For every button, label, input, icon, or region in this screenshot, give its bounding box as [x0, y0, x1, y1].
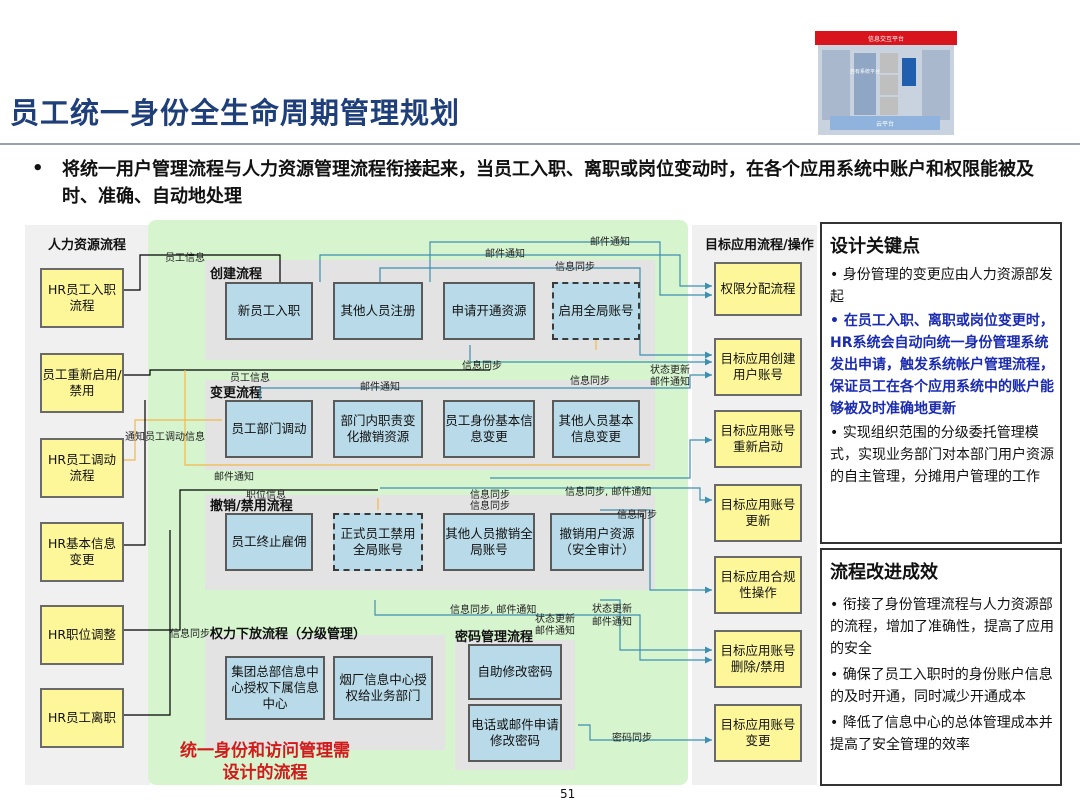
conn-reenable: [122, 369, 490, 376]
conn-compliance: [600, 509, 712, 594]
logo-middle-label: 自有系统平台: [850, 68, 880, 75]
change-box-other-update: 其他人员基本信息变更: [552, 400, 640, 458]
conn-basicinfo: [122, 400, 146, 546]
create-box-other-register: 其他人员注册: [333, 282, 423, 340]
hr-box-position: HR职位调整: [40, 605, 124, 665]
hr-box-reenable: 员工重新启用/禁用: [40, 353, 124, 413]
delegate-box-hq: 集团总部信息中心授权下属信息中心: [225, 656, 325, 720]
conn-create-account: [379, 267, 712, 359]
flow-label: 邮件通知: [592, 617, 632, 628]
target-box-permission: 权限分配流程: [714, 262, 802, 316]
design-point: • 身份管理的变更应由人力资源部发起: [830, 267, 1053, 305]
flow-label: 信息同步: [170, 629, 210, 640]
revoke-title: 撤销/禁用流程: [210, 499, 293, 514]
hr-box-basicinfo: HR基本信息变更: [40, 522, 124, 582]
conn-create-sync: [469, 345, 712, 366]
create-box-request: 申请开通资源: [443, 282, 535, 340]
hr-box-transfer: HR员工调动流程: [40, 438, 124, 498]
target-box-compliance: 目标应用合规性操作: [714, 556, 802, 614]
change-box-dept-transfer: 员工部门调动: [225, 400, 313, 458]
process-caption: 统一身份和访问管理需设计的流程: [180, 741, 350, 783]
flow-label: 邮件通知: [535, 626, 575, 637]
bullet-dot: •: [32, 158, 44, 179]
conn-hr-create: [122, 254, 281, 291]
flow-label: 状态更新: [650, 365, 690, 376]
conn-delete: [374, 600, 712, 664]
create-title: 创建流程: [210, 267, 263, 282]
conn-restart: [490, 436, 712, 479]
title-divider: [0, 143, 1080, 145]
conn-position: [122, 489, 378, 631]
flow-label: 邮件通知: [214, 472, 254, 483]
conn-perm: [319, 254, 712, 290]
flow-label: 信息同步: [462, 361, 502, 372]
design-keypoints-panel: 设计关键点 • 身份管理的变更应由人力资源部发起 • 在员工入职、离职或岗位变更…: [820, 222, 1062, 544]
change-title: 变更流程: [210, 386, 263, 401]
flow-label: 通知员工调动信息: [125, 432, 205, 443]
password-title: 密码管理流程: [455, 630, 534, 645]
conn-update: [380, 487, 712, 504]
flow-label: 信息同步: [617, 510, 657, 521]
effect-point: • 确保了员工入职时的身份账户信息的及时开通，同时减少开通成本: [830, 667, 1053, 705]
hr-header: 人力资源流程: [48, 238, 127, 253]
flow-label: 状态更新: [535, 614, 575, 625]
flow-label: 信息同步: [555, 262, 595, 273]
revoke-box-terminate: 员工终止雇佣: [225, 513, 313, 571]
change-box-revoke-resource: 部门内职责变化撤销资源: [333, 400, 423, 458]
conn-password: [578, 724, 712, 744]
password-box-request: 电话或邮件申请修改密码: [468, 704, 562, 762]
revoke-box-other-revoke: 其他人员撤销全局账号: [443, 513, 535, 571]
flow-label: 状态更新: [592, 604, 632, 615]
revoke-box-disable-global: 正式员工禁用全局账号: [333, 513, 423, 571]
design-point-highlight: • 在员工入职、离职或岗位变更时，HR系统会自动向统一身份管理系统发出申请，触发…: [830, 313, 1054, 417]
flow-label: 信息同步: [570, 376, 610, 387]
target-box-delete: 目标应用账号删除/禁用: [714, 630, 802, 688]
create-box-new-employee: 新员工入职: [225, 282, 313, 340]
target-box-update: 目标应用账号更新: [714, 484, 802, 542]
flow-label: 邮件通知: [485, 249, 525, 260]
conn-leave: [122, 530, 171, 716]
conn-change-sync: [259, 371, 712, 400]
page-number: 51: [560, 787, 576, 801]
logo-bottom-label: 云平台: [876, 120, 894, 128]
revoke-box-audit: 撤销用户资源（安全审计）: [550, 513, 644, 571]
page-title: 员工统一身份全生命周期管理规划: [10, 96, 461, 130]
effect-point: • 降低了信息中心的总体管理成本并提高了安全管理的效率: [830, 715, 1053, 753]
hr-box-onboard: HR员工入职流程: [40, 268, 124, 328]
flow-label: 员工信息: [230, 373, 270, 384]
delegate-box-factory: 烟厂信息中心授权给业务部门: [333, 656, 433, 720]
intro-bullet: 将统一用户管理流程与人力资源管理流程衔接起来，当员工入职、离职或岗位变动时，在各…: [62, 159, 1034, 207]
password-box-self: 自助修改密码: [468, 644, 562, 700]
flow-label: 密码同步: [612, 733, 652, 744]
hr-box-leave: HR员工离职: [40, 688, 124, 748]
flow-label: 信息同步: [470, 490, 510, 501]
design-point: • 实现组织范围的分级委托管理模式，实现业务部门对本部门用户资源的自主管理，分摊…: [830, 425, 1054, 485]
effect-point: • 衔接了身份管理流程与人力资源部的流程，增加了准确性，提高了应用的安全: [830, 597, 1054, 657]
target-box-change: 目标应用账号变更: [714, 704, 802, 762]
design-title: 设计关键点: [830, 236, 920, 257]
target-header: 目标应用流程/操作: [705, 238, 814, 253]
flow-label: 邮件通知: [650, 377, 690, 388]
flow-label: 邮件通知: [590, 237, 630, 248]
target-box-create-account: 目标应用创建用户账号: [714, 338, 802, 396]
improvement-panel: 流程改进成效 • 衔接了身份管理流程与人力资源部的流程，增加了准确性，提高了应用…: [820, 548, 1062, 786]
change-box-identity-update: 员工身份基本信息变更: [443, 400, 535, 458]
conn-mail-change: [184, 370, 650, 466]
create-box-enable-global: 启用全局账号: [552, 282, 640, 340]
conn-perm2: [429, 241, 712, 299]
effect-title: 流程改进成效: [830, 562, 938, 583]
flow-label: 员工信息: [165, 253, 205, 264]
logo-top-label: 信息交互平台: [868, 35, 904, 43]
flow-label: 信息同步, 邮件通知: [450, 605, 537, 616]
conn-delete2: [600, 599, 712, 654]
platform-logo: 信息交互平台 自有系统平台 云平台: [815, 31, 957, 135]
target-box-restart: 目标应用账号重新启动: [714, 410, 802, 468]
flow-label: 邮件通知: [360, 382, 400, 393]
conn-transfer: [122, 419, 222, 461]
flow-label: 职位信息: [246, 490, 286, 501]
flow-label: 信息同步: [470, 501, 510, 512]
flow-label: 信息同步, 邮件通知: [565, 487, 652, 498]
delegate-title: 权力下放流程（分级管理）: [210, 627, 367, 642]
